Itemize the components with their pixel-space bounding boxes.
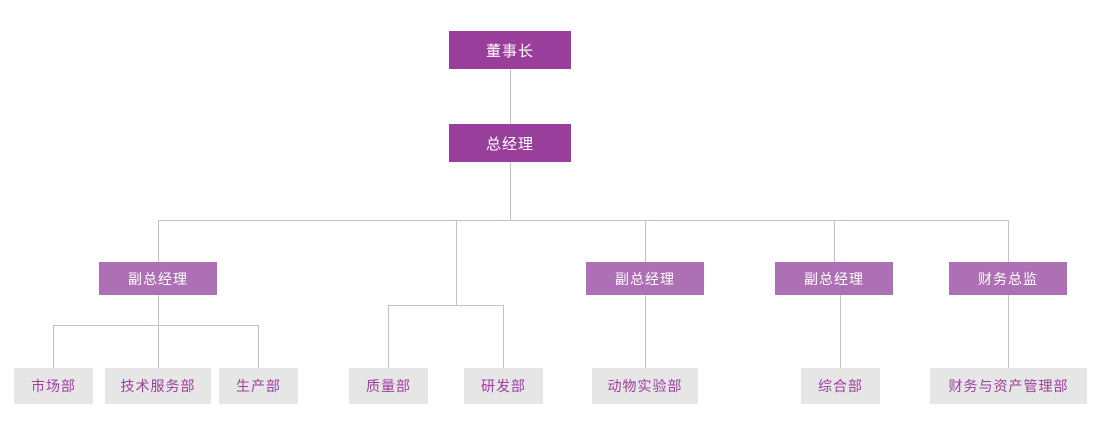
node-vp-operations-label: 副总经理 xyxy=(128,271,188,288)
node-vp-operations[interactable]: 副总经理 xyxy=(99,262,217,295)
connector-drop-dept-rnd xyxy=(503,305,504,368)
node-dept-general-affairs-label: 综合部 xyxy=(818,379,863,395)
connector-drop-dept-animal-lab xyxy=(645,295,646,368)
node-dept-rnd-label: 研发部 xyxy=(481,379,526,395)
node-dept-production-label: 生产部 xyxy=(236,379,281,395)
connector-drop-dept-finance-asset xyxy=(1008,295,1009,368)
connector-main-bus xyxy=(158,220,1009,221)
node-dept-rnd[interactable]: 研发部 xyxy=(464,368,543,404)
node-dept-animal-lab-label: 动物实验部 xyxy=(607,379,683,395)
node-dept-quality[interactable]: 质量部 xyxy=(349,368,428,404)
connector-drop-dept-tech-service xyxy=(158,325,159,368)
node-dept-general-affairs[interactable]: 综合部 xyxy=(801,368,880,404)
node-dept-tech-service-label: 技术服务部 xyxy=(120,379,196,395)
node-dept-quality-label: 质量部 xyxy=(366,379,411,395)
node-dept-tech-service[interactable]: 技术服务部 xyxy=(105,368,211,404)
connector-drop-dept-quality xyxy=(388,305,389,368)
node-dept-finance-asset[interactable]: 财务与资产管理部 xyxy=(930,368,1087,404)
connector-drop-dept-production xyxy=(258,325,259,368)
node-dept-finance-asset-label: 财务与资产管理部 xyxy=(948,379,1069,395)
connector-drop-middle-branch xyxy=(456,220,457,305)
node-vp-animal-lab[interactable]: 副总经理 xyxy=(586,262,704,295)
connector-gm-to-bus xyxy=(510,162,511,221)
node-general-manager[interactable]: 总经理 xyxy=(449,124,571,162)
connector-chairman-to-gm xyxy=(510,69,511,124)
node-vp-animal-lab-label: 副总经理 xyxy=(615,271,675,288)
connector-drop-vp-general-affairs xyxy=(834,220,835,262)
node-dept-marketing-label: 市场部 xyxy=(31,379,76,395)
node-dept-production[interactable]: 生产部 xyxy=(219,368,298,404)
connector-vp-operations-bus xyxy=(53,325,259,326)
node-vp-general-affairs-label: 副总经理 xyxy=(804,271,864,288)
connector-drop-vp-operations xyxy=(158,220,159,262)
node-dept-marketing[interactable]: 市场部 xyxy=(14,368,93,404)
node-dept-animal-lab[interactable]: 动物实验部 xyxy=(592,368,698,404)
connector-vp-operations-stem xyxy=(158,295,159,325)
connector-drop-dept-marketing xyxy=(53,325,54,368)
node-cfo[interactable]: 财务总监 xyxy=(949,262,1067,295)
node-chairman-label: 董事长 xyxy=(485,41,534,60)
node-cfo-label: 财务总监 xyxy=(978,271,1038,288)
connector-drop-cfo xyxy=(1008,220,1009,262)
node-general-manager-label: 总经理 xyxy=(485,134,534,153)
connector-drop-vp-animal-lab xyxy=(645,220,646,262)
node-vp-general-affairs[interactable]: 副总经理 xyxy=(775,262,893,295)
connector-drop-dept-general-affairs xyxy=(840,295,841,368)
connector-middle-branch-bus xyxy=(388,305,504,306)
node-chairman[interactable]: 董事长 xyxy=(449,31,571,69)
